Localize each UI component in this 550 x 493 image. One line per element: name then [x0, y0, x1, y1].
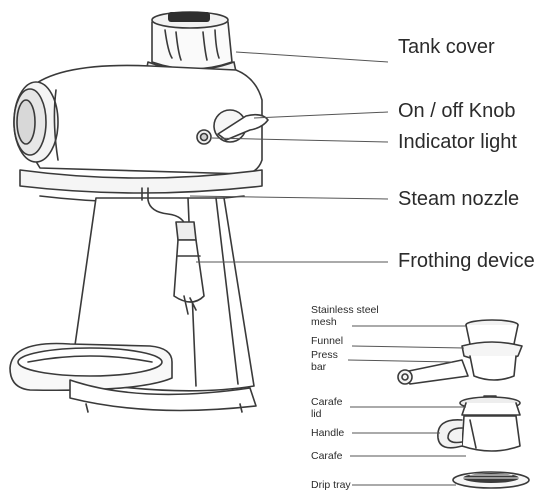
label-frothing-device: Frothing device — [398, 250, 535, 272]
on-off-knob-shape — [213, 109, 269, 143]
label-handle: Handle — [311, 427, 345, 439]
frothing-device-shape — [173, 221, 205, 315]
label-carafe: Carafe — [311, 450, 343, 462]
label-press-bar-line2: bar — [311, 361, 327, 373]
label-steam-nozzle: Steam nozzle — [398, 188, 520, 210]
funnel-shape — [397, 341, 523, 385]
machine-head-shape — [13, 64, 263, 175]
label-funnel: Funnel — [311, 335, 344, 347]
label-stainless-mesh: Stainless steel mesh — [311, 304, 379, 328]
label-tank-cover: Tank cover — [398, 36, 495, 58]
carafe-shape — [437, 415, 521, 452]
drip-tray-small-shape — [452, 471, 530, 489]
leader-lines — [189, 51, 466, 486]
label-press-bar: Press bar — [311, 349, 338, 373]
label-carafe-lid: Carafe lid — [311, 396, 343, 420]
label-press-bar-line1: Press — [311, 349, 338, 361]
label-indicator-light: Indicator light — [398, 131, 517, 153]
label-drip-tray: Drip tray — [311, 479, 351, 491]
label-carafe-lid-line2: lid — [311, 408, 322, 420]
label-on-off-knob: On / off Knob — [398, 100, 516, 122]
label-carafe-lid-line1: Carafe — [311, 396, 343, 408]
label-stainless-mesh-line2: mesh — [311, 316, 337, 328]
carafe-lid-shape — [459, 395, 521, 416]
label-stainless-mesh-line1: Stainless steel — [311, 304, 379, 316]
base-drip-tray-shape — [9, 342, 257, 413]
